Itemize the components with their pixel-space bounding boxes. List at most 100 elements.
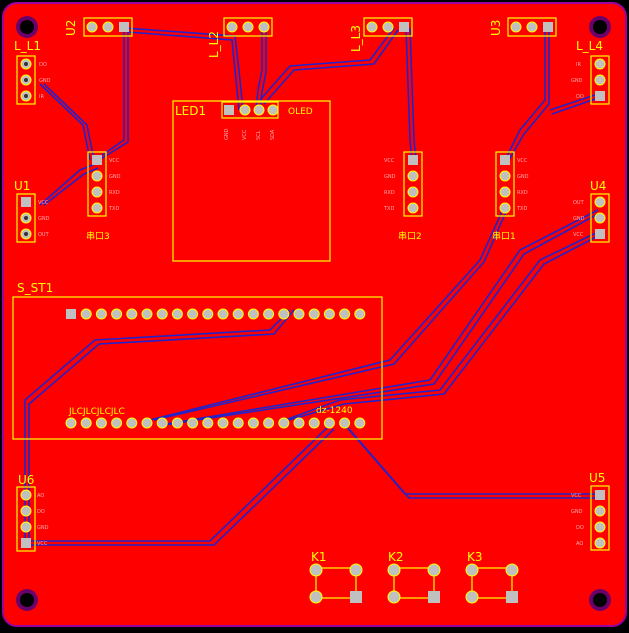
- u4-pin-1: OUT: [573, 200, 585, 206]
- s-st1-pad: [293, 417, 305, 429]
- s-st1-pad: [156, 308, 168, 320]
- s-st1-pad: [80, 308, 92, 320]
- s-st1-pad: [126, 308, 138, 320]
- s-st1-pad: [171, 308, 183, 320]
- button-k2[interactable]: K2: [387, 550, 441, 604]
- u6-pin-4: VCC: [37, 541, 48, 547]
- u1-pin-3: OUT: [38, 232, 50, 238]
- led1-designator: LED1: [175, 104, 206, 118]
- module-u4: U4 OUT GND VCC: [573, 179, 610, 243]
- u5-designator: U5: [589, 471, 605, 485]
- oled-label: OLED: [288, 107, 313, 117]
- l2-designator: L_L2: [207, 31, 221, 58]
- serial3-pin-2: GND: [109, 174, 121, 180]
- s-st1-pad: [293, 308, 305, 320]
- s-st1-pad: [339, 308, 351, 320]
- s-st1-pad: [66, 309, 76, 319]
- u6-pin-2: DO: [37, 509, 45, 515]
- serial2-pin-1: VCC: [384, 158, 395, 164]
- s-st1-pad: [247, 417, 259, 429]
- s-st1-pad: [323, 417, 335, 429]
- module-serial1: VCC GND RXD TXD 串口1: [492, 151, 529, 242]
- u5-pin-1: VCC: [571, 493, 582, 499]
- serial2-label: 串口2: [398, 231, 422, 242]
- serial1-pin-1: VCC: [517, 158, 528, 164]
- l4-pin-3: DO: [576, 94, 584, 100]
- u6-pin-3: GND: [37, 525, 49, 531]
- s-st1-pad: [232, 308, 244, 320]
- oled-pin-2: VCC: [242, 129, 248, 140]
- s-st1-pad: [65, 417, 77, 429]
- serial3-pin-4: TXD: [108, 206, 119, 212]
- serial3-pin-3: RXD: [109, 190, 120, 196]
- s-st1-pad: [217, 417, 229, 429]
- s-st1-pad: [156, 417, 168, 429]
- l3-designator: L_L3: [349, 25, 363, 52]
- l1-designator: L_L1: [14, 39, 41, 53]
- k2-designator: K2: [388, 550, 404, 564]
- s-st1-top-pin-row: [66, 308, 366, 320]
- k3-designator: K3: [467, 550, 483, 564]
- module-l1: L_L1 DO GND IR: [14, 39, 51, 105]
- s-st1-pad: [308, 417, 320, 429]
- module-s-st1: S_ST1 JLCJLCJLCJLC dz-1240: [12, 281, 383, 440]
- board-name-text: dz-1240: [316, 406, 353, 416]
- s-st1-pad: [278, 417, 290, 429]
- module-u5: U5 VCC GND DO AO: [571, 471, 610, 551]
- module-l2: L_L2: [207, 17, 273, 58]
- module-l3: L_L3: [349, 17, 413, 52]
- s-st1-pad: [339, 417, 351, 429]
- s-st1-pad: [95, 417, 107, 429]
- u5-pin-4: AO: [576, 541, 583, 547]
- l4-pin-1: IR: [576, 62, 581, 68]
- s-st1-pad: [323, 308, 335, 320]
- u2-designator: U2: [64, 20, 78, 36]
- s-st1-pad: [354, 417, 366, 429]
- u5-pin-2: GND: [571, 509, 583, 515]
- module-u1: U1 VCC GND OUT: [14, 179, 50, 243]
- s-st1-pad: [202, 417, 214, 429]
- traces: [24, 27, 599, 546]
- serial2-pin-2: GND: [384, 174, 396, 180]
- jlc-text: JLCJLCJLCJLC: [68, 407, 125, 417]
- s-st1-designator: S_ST1: [17, 281, 53, 295]
- s-st1-pad: [141, 308, 153, 320]
- s-st1-pad: [187, 417, 199, 429]
- l1-pin-1: DO: [39, 62, 47, 68]
- s-st1-pad: [126, 417, 138, 429]
- oled-pin-1: GND: [224, 128, 230, 140]
- s-st1-pad: [232, 417, 244, 429]
- s-st1-pad: [278, 308, 290, 320]
- button-k3[interactable]: K3: [465, 550, 519, 604]
- s-st1-pad: [308, 308, 320, 320]
- serial3-pin-1: VCC: [109, 158, 120, 164]
- s-st1-pad: [95, 308, 107, 320]
- serial1-pin-4: TXD: [516, 206, 527, 212]
- u1-pin-2: GND: [38, 216, 50, 222]
- s-st1-pad: [263, 308, 275, 320]
- s-st1-pad: [202, 308, 214, 320]
- serial2-pin-4: TXD: [383, 206, 394, 212]
- l1-pin-3: IR: [39, 94, 44, 100]
- l4-designator: L_L4: [576, 39, 603, 53]
- l4-pin-2: GND: [571, 78, 583, 84]
- s-st1-bottom-pin-row: [65, 417, 366, 429]
- module-u3: U3: [489, 17, 557, 37]
- u6-designator: U6: [18, 473, 34, 487]
- s-st1-pad: [187, 308, 199, 320]
- u4-designator: U4: [590, 179, 606, 193]
- u4-pin-2: GND: [573, 216, 585, 222]
- k1-designator: K1: [311, 550, 327, 564]
- module-l4: L_L4 IR GND DO: [571, 39, 610, 105]
- u1-designator: U1: [14, 179, 30, 193]
- s-st1-pad: [111, 308, 123, 320]
- serial1-pin-2: GND: [517, 174, 529, 180]
- serial1-pin-3: RXD: [517, 190, 528, 196]
- s-st1-pad: [141, 417, 153, 429]
- oled-pin-3: SCL: [256, 130, 262, 140]
- button-k1[interactable]: K1: [309, 550, 363, 604]
- s-st1-pad: [171, 417, 183, 429]
- s-st1-pad: [217, 308, 229, 320]
- module-serial3: VCC GND RXD TXD 串口3: [86, 151, 121, 242]
